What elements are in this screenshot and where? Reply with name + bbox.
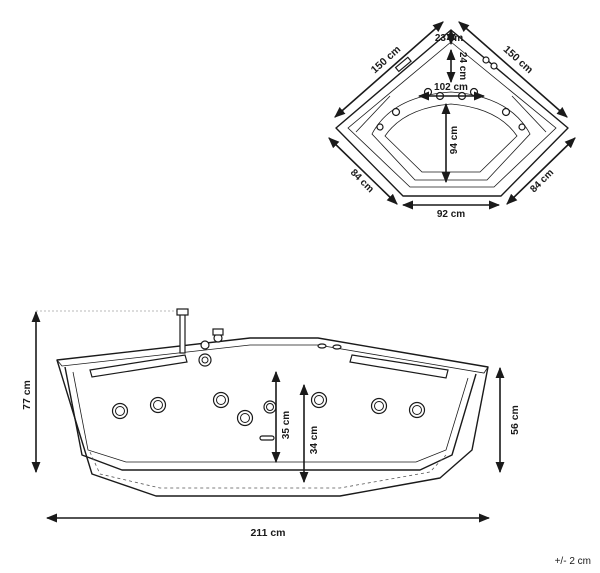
faucet-icon [176, 308, 189, 354]
label-right-front: 84 cm [528, 167, 556, 195]
jet-center [240, 413, 250, 423]
label-interior-depth-a: 35 cm [281, 411, 292, 439]
top-right-rail [511, 95, 547, 133]
dim-line-left-side [334, 21, 444, 118]
control-knobs [198, 328, 224, 367]
dim-line-right-side [458, 21, 568, 118]
label-right-side: 150 cm [501, 43, 536, 76]
faucet-stem [179, 312, 186, 354]
top-jet-icon [423, 87, 433, 97]
top-jet-icon [501, 107, 511, 117]
label-corner-to-rim: 23 cm [435, 33, 463, 44]
top-faucet-icon [394, 56, 412, 73]
knob-icon [200, 340, 210, 350]
side-basin-outline [64, 366, 477, 471]
label-left-front: 84 cm [348, 167, 376, 195]
top-jet-icon [391, 107, 401, 117]
label-rim-depth: 24 cm [457, 52, 468, 80]
side-outer-outline [56, 337, 489, 497]
top-jet-icon [469, 87, 479, 97]
jet-center [153, 400, 163, 410]
faucet-head [176, 308, 189, 316]
rim-jet-icon [317, 343, 327, 349]
dim-line-right-front [506, 137, 576, 205]
tolerance-note: +/- 2 cm [555, 556, 591, 567]
label-front-height: 56 cm [509, 405, 521, 435]
top-jet-icon [518, 123, 526, 131]
jet-center [374, 401, 384, 411]
label-total-width: 211 cm [250, 527, 285, 539]
top-left-rail [355, 95, 391, 133]
jet-center [412, 405, 422, 415]
knob-cap-icon [212, 328, 224, 336]
label-total-height: 77 cm [21, 380, 33, 410]
top-outer-outline [335, 29, 569, 197]
label-interior-depth-b: 34 cm [309, 426, 320, 454]
jet-center [314, 395, 324, 405]
top-view: 150 cm 150 cm 23 cm 24 cm 102 cm 94 cm 8… [328, 21, 576, 220]
label-inner-back-width: 102 cm [434, 82, 468, 93]
label-inner-depth: 94 cm [449, 126, 460, 154]
top-jet-icon [482, 56, 490, 64]
side-jets [111, 391, 426, 427]
side-view: 77 cm 56 cm 35 cm 34 cm 211 cm [21, 308, 521, 539]
jet-center [115, 406, 125, 416]
drain-icon [259, 435, 275, 441]
dim-line-left-front [328, 137, 398, 205]
top-basin-floor [384, 103, 518, 173]
control-button-center [201, 356, 209, 364]
label-front-width: 92 cm [437, 209, 465, 220]
right-headrest-rail [349, 354, 449, 379]
left-headrest-rail [89, 354, 188, 378]
top-jet-icon [490, 62, 498, 70]
side-rim-line [56, 344, 489, 374]
side-basin-inner [72, 371, 469, 463]
jet-center [266, 403, 274, 411]
jet-center [216, 395, 226, 405]
side-floor-dashed [89, 451, 447, 489]
rim-jet-icon [332, 344, 342, 350]
top-jet-icon [376, 123, 384, 131]
